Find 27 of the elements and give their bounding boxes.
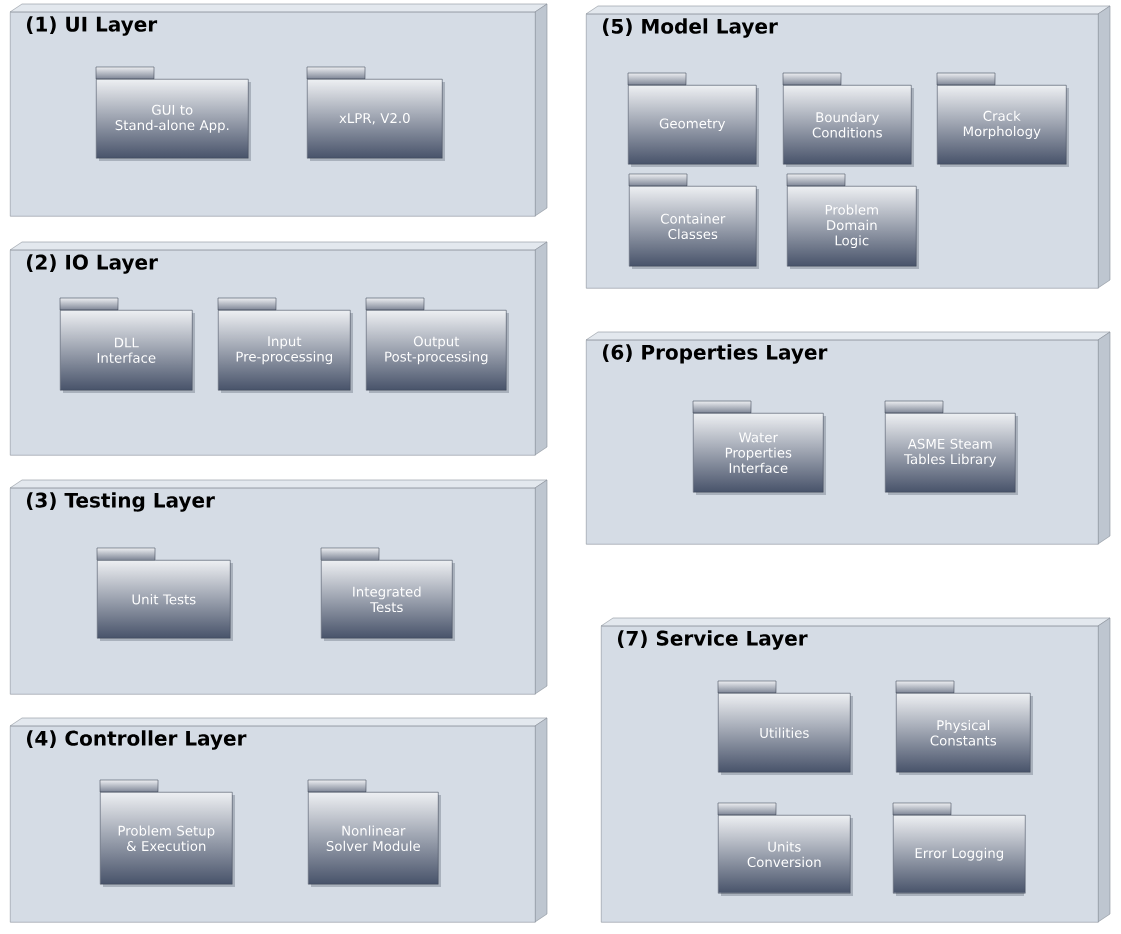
package-folder: GUI to Stand-alone App.	[95, 66, 251, 161]
package-folder: Boundary Conditions	[782, 72, 914, 167]
package-folder: ASME Steam Tables Library	[884, 400, 1018, 495]
package-folder: Units Conversion	[717, 802, 853, 896]
package-folder: Problem Domain Logic	[786, 173, 919, 269]
package-folder: Error Logging	[892, 802, 1026, 896]
layer-title: (6) Properties Layer	[603, 344, 828, 364]
package-folder: Output Post-processing	[365, 297, 509, 393]
layer-title: (3) Testing Layer	[27, 492, 215, 512]
layer-title: (1) UI Layer	[27, 16, 158, 36]
layer-title: (4) Controller Layer	[27, 730, 247, 750]
package-folder: Problem Setup & Execution	[99, 779, 235, 887]
package-folder: DLL Interface	[59, 297, 195, 393]
package-folder: Container Classes	[628, 173, 759, 269]
package-folder: Crack Morphology	[936, 72, 1069, 167]
package-folder: xLPR, V2.0	[306, 66, 445, 161]
layer-title: (7) Service Layer	[618, 630, 808, 650]
package-folder: Water Properties Interface	[692, 400, 826, 495]
package-folder: Physical Constants	[895, 680, 1033, 775]
package-folder: Unit Tests	[96, 547, 233, 641]
package-folder: Geometry	[627, 72, 759, 167]
package-folder: Nonlinear Solver Module	[307, 779, 441, 887]
layer-title: (5) Model Layer	[603, 18, 778, 38]
layer-title: (2) IO Layer	[27, 254, 158, 274]
package-folder: Integrated Tests	[320, 547, 455, 641]
package-folder: Utilities	[717, 680, 853, 775]
package-folder: Input Pre-processing	[217, 297, 353, 393]
